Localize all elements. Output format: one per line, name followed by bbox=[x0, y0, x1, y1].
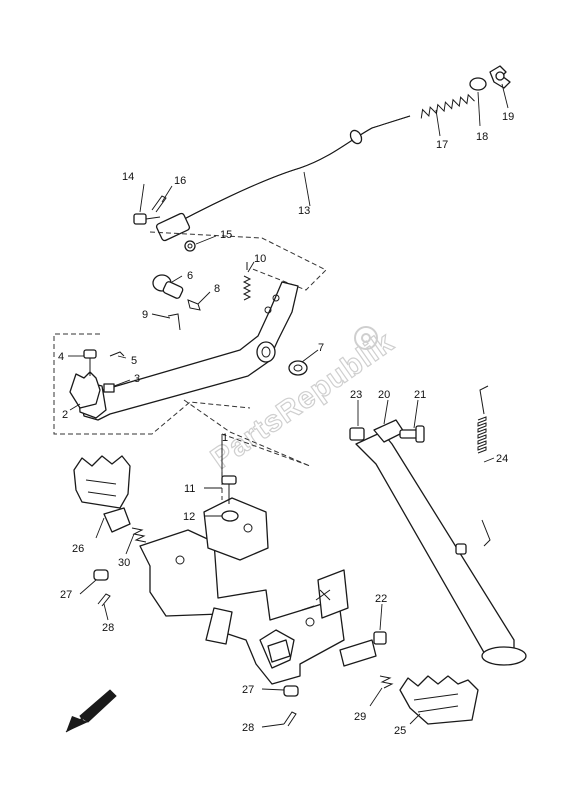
washer bbox=[184, 240, 196, 252]
callout-14: 14 bbox=[122, 171, 134, 183]
pivot-shaft bbox=[152, 274, 184, 299]
footrest-spring bbox=[131, 527, 394, 689]
brake-cable bbox=[155, 115, 411, 242]
callout-16: 16 bbox=[174, 175, 186, 187]
nut-3 bbox=[103, 383, 115, 393]
callout-3: 3 bbox=[134, 373, 140, 385]
callout-6: 6 bbox=[187, 270, 193, 282]
callout-22: 22 bbox=[375, 593, 387, 605]
callout-30: 30 bbox=[118, 557, 130, 569]
callout-23: 23 bbox=[350, 389, 362, 401]
bolt-11 bbox=[221, 475, 237, 504]
washer-12 bbox=[221, 510, 239, 522]
brake-pedal bbox=[77, 281, 299, 421]
callout-12: 12 bbox=[183, 511, 195, 523]
callout-10: 10 bbox=[254, 253, 266, 265]
callout-18: 18 bbox=[476, 131, 488, 143]
callout-20: 20 bbox=[378, 389, 390, 401]
callout-26: 26 bbox=[72, 543, 84, 555]
return-spring bbox=[242, 262, 252, 301]
callout-9: 9 bbox=[142, 309, 148, 321]
callout-29: 29 bbox=[354, 711, 366, 723]
pin-5 bbox=[109, 351, 125, 357]
footrest-right bbox=[399, 675, 479, 725]
callout-27-left: 27 bbox=[60, 589, 72, 601]
gear-icon bbox=[354, 326, 378, 350]
assembly-boundary bbox=[53, 333, 251, 435]
callout-4: 4 bbox=[58, 351, 64, 363]
callout-1: 1 bbox=[222, 432, 228, 444]
spring bbox=[420, 93, 475, 119]
front-direction-arrow-icon bbox=[65, 689, 117, 733]
assembly-boundary bbox=[149, 231, 327, 291]
nut-22 bbox=[373, 631, 387, 645]
callout-17: 17 bbox=[436, 139, 448, 151]
nut-23 bbox=[349, 427, 365, 441]
wing-nut bbox=[489, 65, 511, 89]
leader-lines bbox=[68, 83, 509, 728]
callout-19: 19 bbox=[502, 111, 514, 123]
callout-21: 21 bbox=[414, 389, 426, 401]
callout-7: 7 bbox=[318, 342, 324, 354]
callout-13: 13 bbox=[298, 205, 310, 217]
callout-11: 11 bbox=[184, 483, 195, 495]
callout-2: 2 bbox=[62, 409, 68, 421]
callout-24: 24 bbox=[496, 453, 508, 465]
collar bbox=[469, 77, 487, 91]
footrest-left bbox=[73, 455, 131, 533]
callout-labels: 1 2 3 4 5 6 7 8 9 10 11 12 13 14 15 16 1… bbox=[58, 111, 514, 737]
washer-7 bbox=[288, 360, 308, 376]
callout-8: 8 bbox=[214, 283, 220, 295]
callout-25: 25 bbox=[394, 725, 406, 737]
callout-15: 15 bbox=[220, 229, 232, 241]
bolt-21 bbox=[399, 425, 425, 443]
clip bbox=[187, 299, 201, 311]
assembly-boundary bbox=[183, 399, 311, 467]
bolt bbox=[133, 213, 161, 225]
pedal-tip bbox=[69, 371, 101, 409]
cotter-pin bbox=[151, 195, 167, 213]
callout-5: 5 bbox=[131, 355, 137, 367]
side-stand-spring bbox=[455, 385, 491, 555]
callout-28-right: 28 bbox=[242, 722, 254, 734]
bolt-4 bbox=[83, 349, 97, 376]
pin bbox=[167, 313, 181, 331]
frame-bracket bbox=[139, 497, 377, 685]
callout-27-right: 27 bbox=[242, 684, 254, 696]
footrest-pin bbox=[93, 569, 299, 727]
callout-28-left: 28 bbox=[102, 622, 114, 634]
